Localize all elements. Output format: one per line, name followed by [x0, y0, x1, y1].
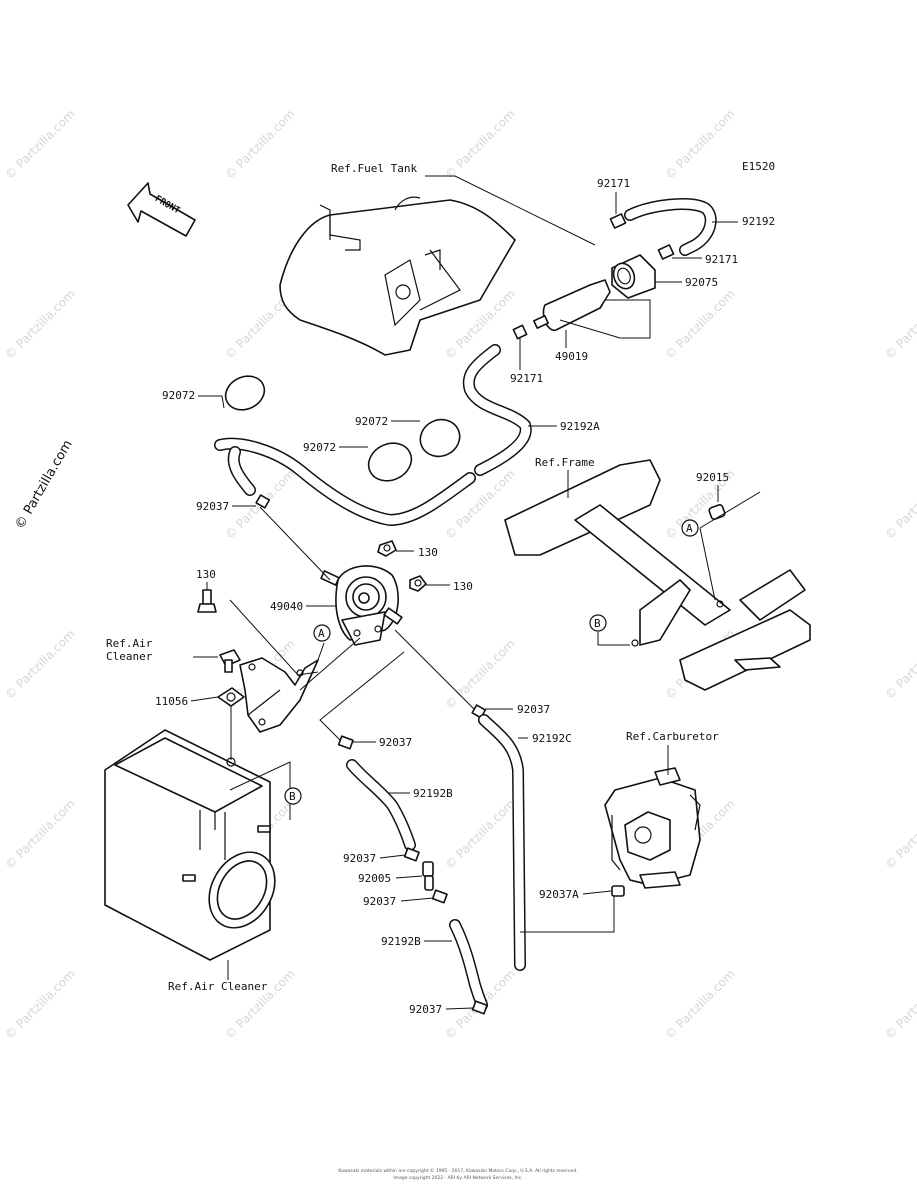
- watermark: © Partzilla.com: [442, 107, 517, 182]
- watermark: © Partzilla.com: [2, 107, 77, 182]
- carburetor-reference: [604, 767, 701, 889]
- watermark: © Partzilla.com: [442, 467, 517, 542]
- part-label: 92015: [696, 471, 729, 484]
- watermark: © Partzilla.com: [442, 797, 517, 872]
- joint-92005: [422, 861, 434, 891]
- part-label: 92037: [517, 703, 550, 716]
- callout-b-air-cleaner: [284, 787, 302, 805]
- callout-a-pump: [313, 624, 331, 642]
- part-label: 130: [453, 580, 473, 593]
- fuel-tank-reference: [279, 196, 516, 356]
- part-label: 49019: [555, 350, 588, 363]
- hose-clamp-92037-f: [471, 1000, 488, 1015]
- watermark: © Partzilla.com: [222, 107, 297, 182]
- part-label: 92192: [742, 215, 775, 228]
- part-label: 92037: [363, 895, 396, 908]
- watermark: © Partzilla.com: [2, 287, 77, 362]
- front-arrow-icon: FRONT: [127, 182, 196, 237]
- part-label: 92037: [196, 500, 229, 513]
- filter-holder-92075: [611, 254, 656, 299]
- watermark: © Partzilla.com: [2, 627, 77, 702]
- part-label: 130: [418, 546, 438, 559]
- part-label: 92072: [303, 441, 336, 454]
- bolt-130-c: [197, 589, 217, 613]
- watermark-vertical: © Partzilla.com: [12, 438, 75, 532]
- watermark: © Partzilla.com: [222, 967, 297, 1042]
- fuel-filter-49019: [533, 279, 611, 331]
- air-cleaner-bottom-reference-label: Ref.Air Cleaner: [168, 980, 268, 993]
- fuel-tank-reference-label: Ref.Fuel Tank: [331, 162, 417, 175]
- part-label: 11056: [155, 695, 188, 708]
- watermark: © Partzilla.com: [882, 797, 917, 872]
- part-label: 92192B: [381, 935, 421, 948]
- callout-b-frame-label: B: [594, 617, 601, 630]
- watermark: © Partzilla.com: [662, 107, 737, 182]
- part-label: 92171: [510, 372, 543, 385]
- hose-clamp-92037-d: [403, 847, 420, 862]
- watermark: © Partzilla.com: [2, 967, 77, 1042]
- carburetor-reference-label: Ref.Carburetor: [626, 730, 719, 743]
- callout-b-frame: [589, 614, 607, 632]
- copyright-line: Image copyright 2022 - ARI by ARI Networ…: [393, 1175, 522, 1181]
- hose-clamp-92171-right: [657, 244, 675, 260]
- part-label: 92005: [358, 872, 391, 885]
- bracket-11056: [239, 657, 319, 733]
- part-label: 92037: [409, 1003, 442, 1016]
- frame-reference-label: Ref.Frame: [535, 456, 595, 469]
- frame-reference: [504, 459, 811, 691]
- part-label: 92192B: [413, 787, 453, 800]
- part-label: 92037: [343, 852, 376, 865]
- callout-a-frame-label: A: [686, 522, 693, 535]
- callout-b-air-cleaner-label: B: [289, 790, 296, 803]
- air-cleaner-nut: [217, 687, 245, 707]
- hose-clamp-92037-c: [337, 735, 354, 750]
- bolt-130-a: [377, 540, 397, 557]
- part-label: 92075: [685, 276, 718, 289]
- air-cleaner-bolt: [219, 649, 241, 673]
- hose-clamp-92171-top: [609, 213, 627, 229]
- watermark: © Partzilla.com: [662, 967, 737, 1042]
- hose-clamp-92037-e: [431, 889, 448, 904]
- part-labels: 92171 92192 92171 92075 49019 92171 9207…: [155, 177, 775, 1016]
- part-label: 92037: [379, 736, 412, 749]
- hose-clamp-92037-a: [255, 494, 271, 509]
- part-label: 92072: [355, 415, 388, 428]
- callout-a-frame: [681, 519, 699, 537]
- watermark: © Partzilla.com: [882, 287, 917, 362]
- watermark: © Partzilla.com: [882, 967, 917, 1042]
- watermark: © Partzilla.com: [882, 627, 917, 702]
- hose-clamp-92171-low: [512, 324, 528, 340]
- watermark: © Partzilla.com: [2, 797, 77, 872]
- part-label: 92072: [162, 389, 195, 402]
- diagram-code: E1520: [742, 160, 775, 173]
- part-label: 92037A: [539, 888, 579, 901]
- part-label: 92171: [705, 253, 738, 266]
- copyright-line: Kawasaki materials within are copyright …: [338, 1167, 577, 1174]
- part-label: 92192C: [532, 732, 572, 745]
- watermark: © Partzilla.com: [882, 467, 917, 542]
- watermark: © Partzilla.com: [662, 287, 737, 362]
- callout-a-pump-label: A: [318, 627, 325, 640]
- hose-clamp-92037a: [611, 885, 625, 897]
- fuel-pump-49040: [320, 565, 403, 646]
- part-label: 92192A: [560, 420, 600, 433]
- bolt-130-b: [409, 575, 427, 592]
- part-label: 49040: [270, 600, 303, 613]
- part-label: 130: [196, 568, 216, 581]
- watermark: © Partzilla.com: [442, 637, 517, 712]
- part-label: 92171: [597, 177, 630, 190]
- air-cleaner-reference: [104, 729, 276, 961]
